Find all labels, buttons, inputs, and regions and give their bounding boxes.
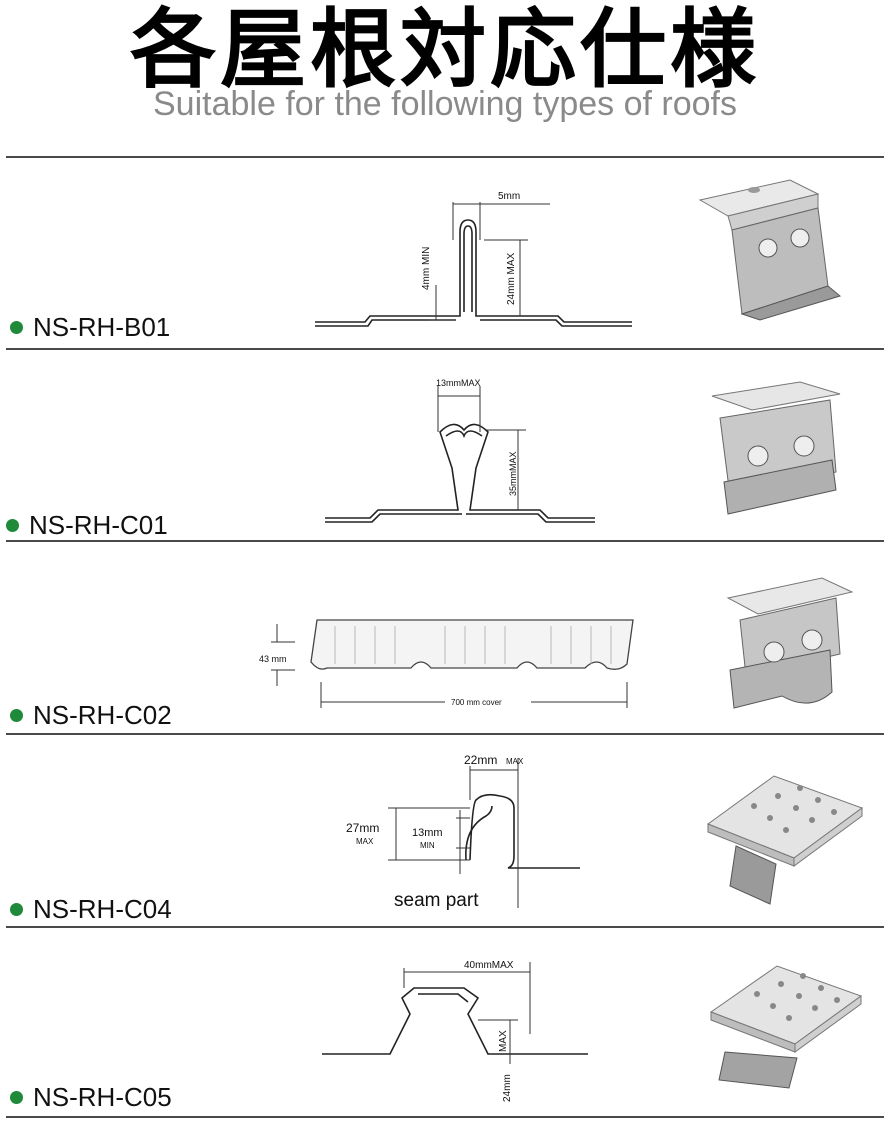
product-label: NS-RH-C04 (10, 894, 172, 925)
seam-drawing-c05: 40mmMAX 24mm MAX (322, 960, 588, 1102)
bullet-icon (10, 903, 23, 916)
dim-width: 5mm (498, 191, 520, 202)
bullet-icon (10, 1091, 23, 1104)
product-label: NS-RH-C01 (6, 510, 168, 541)
divider (6, 926, 884, 928)
dim-max: 35mmMAX (508, 451, 518, 496)
page-subtitle-en: Suitable for the following types of roof… (153, 85, 737, 123)
clamp-photo-c05 (709, 965, 863, 1089)
dim-min: 4mm MIN (421, 247, 432, 290)
dim-min-tag: MIN (420, 841, 435, 850)
divider (6, 733, 884, 735)
page-title-jp: 各屋根対応仕様 (130, 0, 760, 100)
dim-height-tag: MAX (498, 1030, 509, 1052)
panel-drawing-c02: 43 mm 700 mm cover (259, 619, 634, 708)
dim-width: 40mmMAX (464, 960, 514, 971)
product-model: NS-RH-C01 (29, 510, 168, 540)
product-label: NS-RH-B01 (10, 312, 170, 343)
seam-drawing-c01: 13mmMAX 35mmMAX (325, 378, 595, 523)
seam-part-label: seam part (394, 890, 479, 911)
product-model: NS-RH-C05 (33, 1082, 172, 1112)
dim-width-tag: MAX (506, 757, 524, 766)
dim-max: 24mm MAX (506, 252, 517, 305)
clamp-photo-c02 (726, 577, 854, 709)
dim-width: 22mm (464, 753, 497, 767)
dim-width: 13mmMAX (436, 378, 481, 388)
divider (6, 540, 884, 542)
bullet-icon (6, 519, 19, 532)
divider (6, 348, 884, 350)
product-model: NS-RH-B01 (33, 312, 171, 342)
dim-min: 13mm (412, 827, 443, 839)
bullet-icon (10, 321, 23, 334)
clamp-photo-c01 (711, 381, 841, 515)
divider (6, 1116, 884, 1118)
dim-height: 43 mm (259, 654, 287, 664)
seam-drawing-b01: 5mm 4mm MIN 24mm MAX (315, 191, 632, 327)
clamp-photo-b01 (698, 179, 842, 321)
divider (6, 156, 884, 158)
dim-height: 27mm (346, 821, 379, 835)
product-model: NS-RH-C02 (33, 700, 172, 730)
bullet-icon (10, 709, 23, 722)
dim-cover: 700 mm cover (451, 698, 502, 707)
seam-drawing-c04: 22mm MAX 27mm MAX 13mm MIN seam part (346, 753, 580, 911)
clamp-photo-c04 (706, 775, 864, 905)
dim-height: 24mm (502, 1074, 513, 1102)
product-model: NS-RH-C04 (33, 894, 172, 924)
product-label: NS-RH-C05 (10, 1082, 172, 1113)
dim-height-tag: MAX (356, 837, 374, 846)
product-label: NS-RH-C02 (10, 700, 172, 731)
